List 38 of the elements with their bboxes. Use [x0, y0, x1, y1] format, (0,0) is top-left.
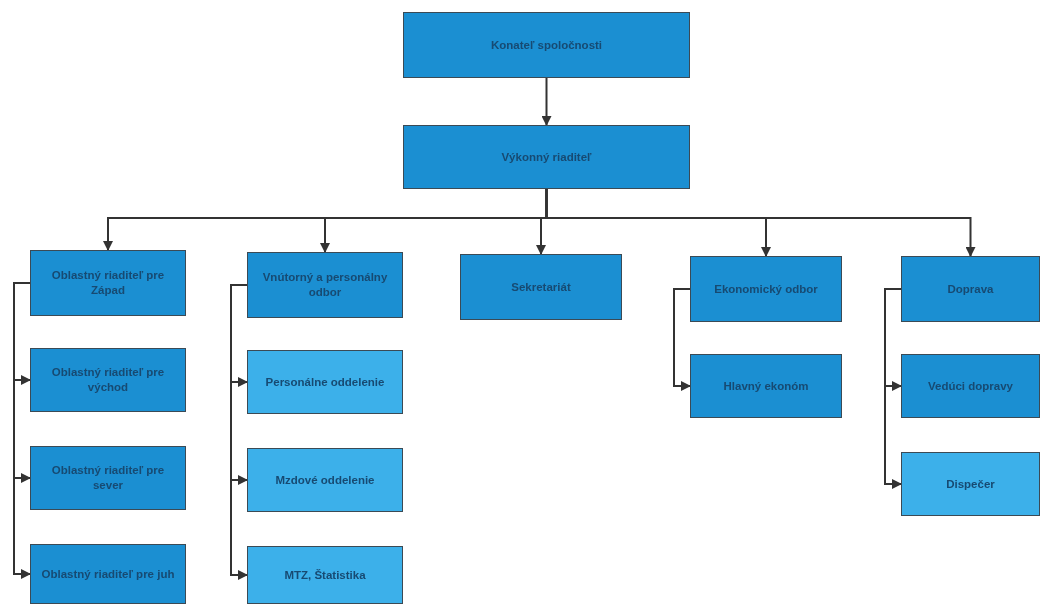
org-unit-box — [30, 544, 186, 604]
org-unit-box — [247, 350, 403, 414]
connector-arrow — [13, 282, 31, 579]
unit-name: Ekonomický odbor — [714, 281, 818, 297]
org-unit-box — [403, 125, 690, 189]
unit-name: Mzdové oddelenie — [275, 472, 375, 488]
unit-name: Vnútorný a personálny odbor — [261, 270, 389, 300]
unit-name: Oblastný riaditeľ pre východ — [50, 365, 166, 395]
org-unit-box — [901, 354, 1040, 418]
unit-name: Oblastný riaditeľ pre Západ — [50, 268, 166, 298]
unit-name: MTZ, Štatistika — [284, 567, 366, 583]
unit-name: Personálne oddelenie — [265, 374, 385, 390]
unit-name: Oblastný riaditeľ pre sever — [50, 463, 166, 493]
unit-name: Sekretariát — [511, 279, 571, 295]
org-unit-box — [30, 446, 186, 510]
org-unit-box — [460, 254, 622, 320]
connector-arrow — [673, 288, 691, 391]
unit-name: Konateľ spoločnosti — [490, 37, 603, 53]
org-unit-box — [403, 12, 690, 78]
connector-arrow — [230, 284, 248, 580]
unit-name: Dispečer — [946, 476, 995, 492]
unit-name: Oblastný riaditeľ pre juh — [41, 566, 175, 582]
org-unit-box — [247, 546, 403, 604]
org-unit-box — [690, 354, 842, 418]
connector-arrow — [545, 188, 976, 257]
unit-name: Doprava — [947, 281, 994, 297]
org-unit-box — [30, 348, 186, 412]
unit-name: Výkonný riaditeľ — [501, 149, 592, 165]
org-unit-box — [901, 256, 1040, 322]
org-unit-box — [247, 448, 403, 512]
org-unit-box — [30, 250, 186, 316]
connector-arrow — [541, 77, 552, 126]
unit-name: Vedúci dopravy — [928, 378, 1013, 394]
connector-arrow — [884, 288, 902, 489]
org-unit-box — [247, 252, 403, 318]
org-unit-box — [901, 452, 1040, 516]
unit-name: Hlavný ekonóm — [723, 378, 809, 394]
org-unit-box — [690, 256, 842, 322]
